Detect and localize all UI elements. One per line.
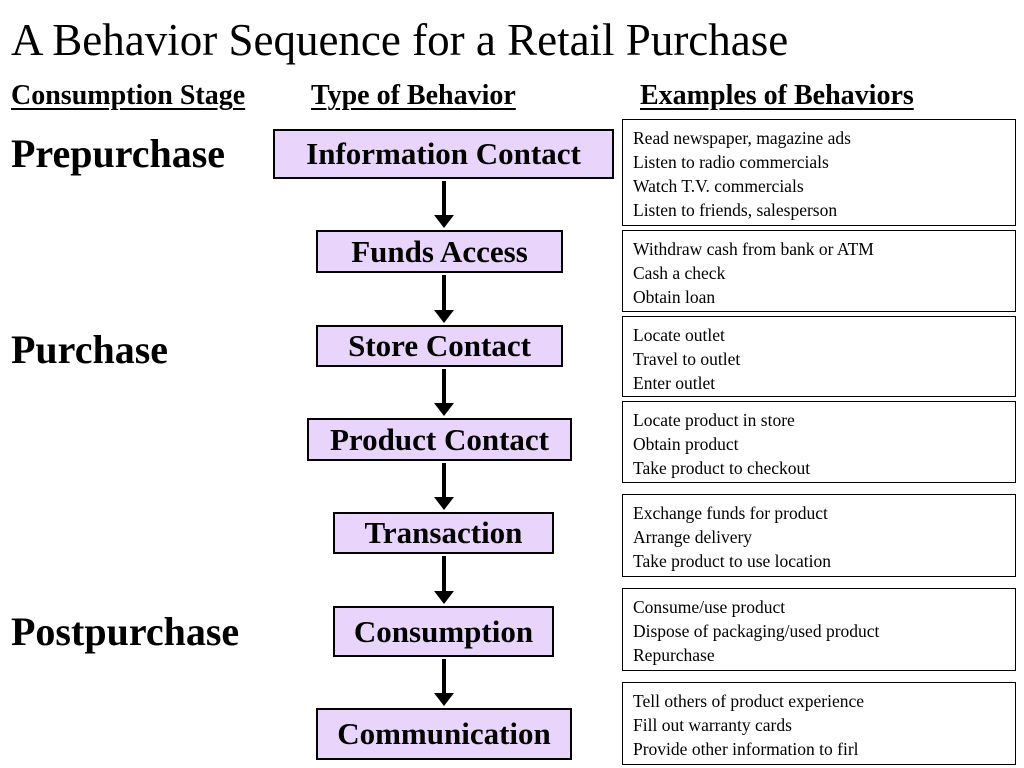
examples-box-information-contact: Read newspaper, magazine ads Listen to r…: [622, 119, 1016, 226]
down-arrow-icon: [434, 659, 454, 706]
example-item: Arrange delivery: [633, 527, 753, 547]
header-type-of-behavior: Type of Behavior: [311, 80, 516, 111]
example-item: Exchange funds for product: [633, 503, 828, 523]
examples-box-communication: Tell others of product experience Fill o…: [622, 682, 1016, 765]
example-item: Take product to checkout: [633, 458, 811, 478]
examples-box-product-contact: Locate product in store Obtain product T…: [622, 401, 1016, 483]
behavior-box-consumption: Consumption: [333, 606, 554, 657]
example-item: Enter outlet: [633, 373, 716, 393]
behavior-box-product-contact: Product Contact: [307, 418, 572, 461]
example-item: Obtain loan: [633, 287, 716, 307]
example-item: Travel to outlet: [633, 349, 741, 369]
header-consumption-stage: Consumption Stage: [11, 80, 246, 111]
examples-box-transaction: Exchange funds for product Arrange deliv…: [622, 494, 1016, 577]
example-item: Consume/use product: [633, 597, 786, 617]
example-item: Provide other information to firl: [633, 739, 859, 759]
behavior-box-communication: Communication: [316, 708, 572, 760]
header-examples-of-behaviors: Examples of Behaviors: [640, 80, 914, 111]
example-item: Watch T.V. commercials: [633, 176, 804, 196]
behavior-box-transaction: Transaction: [333, 512, 554, 554]
example-item: Listen to friends, salesperson: [633, 200, 838, 220]
stage-purchase: Purchase: [11, 327, 169, 372]
down-arrow-icon: [434, 275, 454, 323]
example-item: Take product to use location: [633, 551, 832, 571]
stage-postpurchase: Postpurchase: [11, 609, 240, 654]
down-arrow-icon: [434, 556, 454, 604]
slide-title: A Behavior Sequence for a Retail Purchas…: [11, 15, 789, 65]
example-item: Repurchase: [633, 645, 715, 665]
example-item: Locate product in store: [633, 410, 795, 430]
example-item: Withdraw cash from bank or ATM: [633, 239, 874, 259]
behavior-box-store-contact: Store Contact: [316, 325, 563, 367]
example-item: Locate outlet: [633, 325, 725, 345]
down-arrow-icon: [434, 181, 454, 228]
behavior-box-information-contact: Information Contact: [273, 129, 614, 179]
example-item: Read newspaper, magazine ads: [633, 128, 851, 148]
example-item: Cash a check: [633, 263, 726, 283]
stage-prepurchase: Prepurchase: [11, 131, 226, 176]
example-item: Listen to radio commercials: [633, 152, 829, 172]
examples-box-store-contact: Locate outlet Travel to outlet Enter out…: [622, 316, 1016, 397]
down-arrow-icon: [434, 369, 454, 416]
example-item: Dispose of packaging/used product: [633, 621, 880, 641]
behavior-box-funds-access: Funds Access: [316, 230, 563, 273]
down-arrow-icon: [434, 463, 454, 510]
examples-box-funds-access: Withdraw cash from bank or ATM Cash a ch…: [622, 230, 1016, 312]
examples-box-consumption: Consume/use product Dispose of packaging…: [622, 588, 1016, 671]
example-item: Tell others of product experience: [633, 691, 865, 711]
example-item: Fill out warranty cards: [633, 715, 792, 735]
example-item: Obtain product: [633, 434, 739, 454]
